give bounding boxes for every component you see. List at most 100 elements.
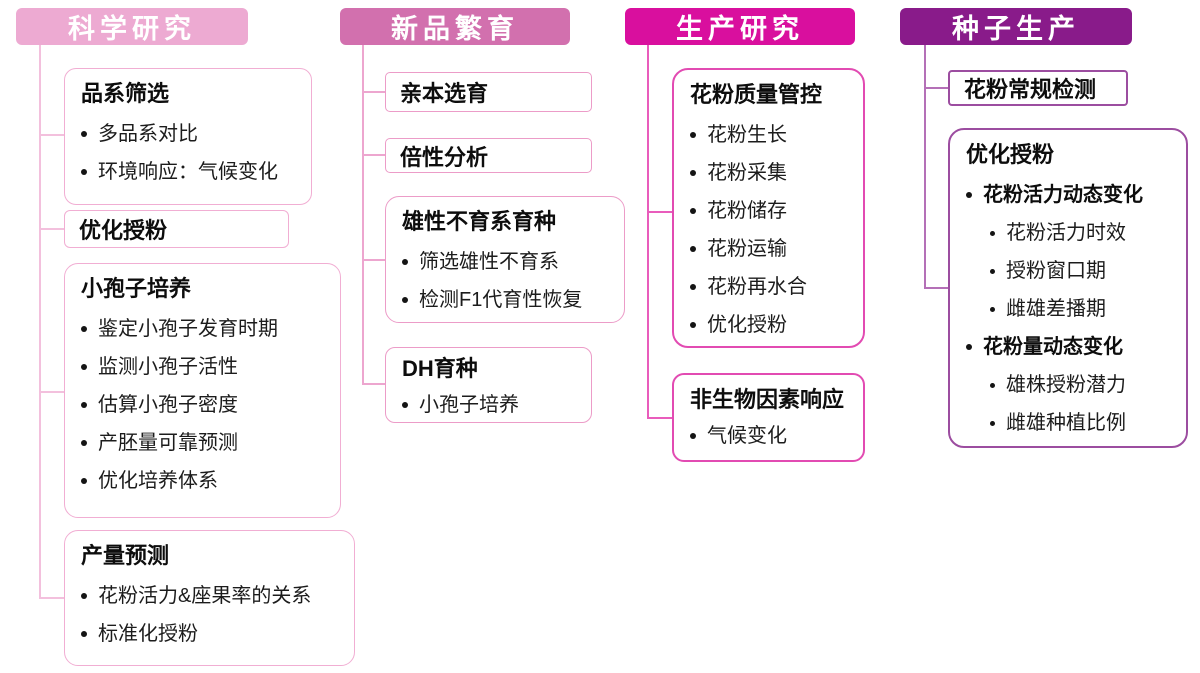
bullet-list: 花粉活力&座果率的关系 标准化授粉 <box>81 583 342 647</box>
bullet-dot <box>690 132 696 138</box>
bullet-list: 气候变化 <box>690 423 851 449</box>
bullet-item: 花粉运输 <box>690 236 851 262</box>
node-title: 产量预测 <box>81 543 170 568</box>
node-box-optimized-pollination-seed: 优化授粉 花粉活力动态变化 花粉活力时效 授粉窗口期 雌雄差播期 花粉量动态变化… <box>948 128 1188 448</box>
bullet-list: 筛选雄性不育系 检测F1代育性恢复 <box>402 249 612 313</box>
bullet-item: 花粉生长 <box>690 122 851 148</box>
bullet-item: 花粉活力动态变化 <box>966 182 1174 208</box>
bullet-dot <box>690 170 696 176</box>
connector-stub <box>39 391 64 393</box>
connector-trunk <box>924 45 926 289</box>
bullet-item: 花粉采集 <box>690 160 851 186</box>
connector-stub <box>362 91 385 93</box>
node-title: DH育种 <box>402 356 478 381</box>
bullet-dot <box>81 440 87 446</box>
bullet-item: 花粉再水合 <box>690 274 851 300</box>
bullet-dot <box>402 259 408 265</box>
bullet-item: 产胚量可靠预测 <box>81 430 328 456</box>
connector-stub <box>362 259 385 261</box>
bullet-dot <box>402 402 408 408</box>
node-box-male-sterile-line-breeding: 雄性不育系育种 筛选雄性不育系 检测F1代育性恢复 <box>385 196 625 323</box>
bullet-dot <box>990 231 995 236</box>
connector-stub <box>39 597 64 599</box>
bullet-dot <box>81 593 87 599</box>
node-box-abiotic-factor-response: 非生物因素响应 气候变化 <box>672 373 865 462</box>
node-title: 优化授粉 <box>79 218 168 243</box>
bullet-dot <box>990 421 995 426</box>
bullet-dot <box>690 284 696 290</box>
bullet-item: 雄株授粉潜力 <box>966 372 1174 398</box>
connector-trunk <box>362 45 364 385</box>
node-title: 花粉质量管控 <box>690 82 823 107</box>
connector-trunk <box>647 45 649 419</box>
node-box-ploidy-analysis: 倍性分析 <box>385 138 592 173</box>
bullet-dot <box>81 364 87 370</box>
bullet-item: 花粉量动态变化 <box>966 334 1174 360</box>
node-box-pollen-quality-control: 花粉质量管控 花粉生长 花粉采集 花粉储存 花粉运输 花粉再水合 优化授粉 <box>672 68 865 348</box>
node-title: 小孢子培养 <box>81 276 192 301</box>
bullet-list: 花粉生长 花粉采集 花粉储存 花粉运输 花粉再水合 优化授粉 <box>690 122 851 338</box>
node-box-parent-selection: 亲本选育 <box>385 72 592 112</box>
node-box-microspore-culture: 小孢子培养 鉴定小孢子发育时期 监测小孢子活性 估算小孢子密度 产胚量可靠预测 … <box>64 263 341 518</box>
bullet-item: 鉴定小孢子发育时期 <box>81 316 328 342</box>
bullet-item: 优化培养体系 <box>81 468 328 494</box>
node-box-yield-prediction: 产量预测 花粉活力&座果率的关系 标准化授粉 <box>64 530 355 666</box>
connector-stub <box>39 228 64 230</box>
node-title: 品系筛选 <box>81 81 170 106</box>
bullet-dot <box>81 169 87 175</box>
bullet-item: 花粉活力时效 <box>966 220 1174 246</box>
bullet-list: 小孢子培养 <box>402 392 579 418</box>
node-box-dh-breeding: DH育种 小孢子培养 <box>385 347 592 423</box>
bullet-dot <box>966 344 972 350</box>
column-header-seed-production: 种子生产 <box>900 8 1132 45</box>
bullet-dot <box>690 246 696 252</box>
node-title: 非生物因素响应 <box>690 387 845 412</box>
bullet-list: 多品系对比 环境响应：气候变化 <box>81 121 299 185</box>
connector-stub <box>647 211 672 213</box>
connector-stub <box>924 87 948 89</box>
bullet-dot <box>690 208 696 214</box>
node-title: 亲本选育 <box>400 81 489 106</box>
bullet-item: 雌雄种植比例 <box>966 410 1174 436</box>
node-box-optimized-pollination: 优化授粉 <box>64 210 289 248</box>
connector-stub <box>362 383 385 385</box>
bullet-item: 花粉活力&座果率的关系 <box>81 583 342 609</box>
bullet-item: 多品系对比 <box>81 121 299 147</box>
bullet-item: 筛选雄性不育系 <box>402 249 612 275</box>
connector-stub <box>39 134 64 136</box>
column-header-new-variety-breeding: 新品繁育 <box>340 8 570 45</box>
node-title: 雄性不育系育种 <box>402 209 557 234</box>
connector-stub <box>362 154 385 156</box>
bullet-list: 鉴定小孢子发育时期 监测小孢子活性 估算小孢子密度 产胚量可靠预测 优化培养体系 <box>81 316 328 494</box>
node-title: 优化授粉 <box>966 142 1055 167</box>
bullet-item: 花粉储存 <box>690 198 851 224</box>
bullet-dot <box>81 631 87 637</box>
column-header-production-research: 生产研究 <box>625 8 855 45</box>
bullet-item: 雌雄差播期 <box>966 296 1174 322</box>
bullet-item: 检测F1代育性恢复 <box>402 287 612 313</box>
bullet-dot <box>81 326 87 332</box>
bullet-dot <box>966 192 972 198</box>
bullet-dot <box>402 297 408 303</box>
bullet-item: 气候变化 <box>690 423 851 449</box>
connector-stub <box>647 417 672 419</box>
bullet-dot <box>990 383 995 388</box>
node-title: 倍性分析 <box>400 144 489 170</box>
node-box-routine-pollen-testing: 花粉常规检测 <box>948 70 1128 106</box>
bullet-item: 小孢子培养 <box>402 392 579 418</box>
bullet-dot <box>81 478 87 484</box>
connector-stub <box>924 287 948 289</box>
bullet-item: 监测小孢子活性 <box>81 354 328 380</box>
node-box-line-screening: 品系筛选 多品系对比 环境响应：气候变化 <box>64 68 312 205</box>
bullet-dot <box>990 269 995 274</box>
bullet-item: 标准化授粉 <box>81 621 342 647</box>
connector-trunk <box>39 45 41 599</box>
node-title: 花粉常规检测 <box>964 77 1097 102</box>
bullet-dot <box>990 307 995 312</box>
bullet-item: 估算小孢子密度 <box>81 392 328 418</box>
bullet-dot <box>690 322 696 328</box>
bullet-list: 花粉活力动态变化 花粉活力时效 授粉窗口期 雌雄差播期 花粉量动态变化 雄株授粉… <box>966 182 1174 436</box>
bullet-item: 优化授粉 <box>690 312 851 338</box>
bullet-dot <box>690 433 696 439</box>
